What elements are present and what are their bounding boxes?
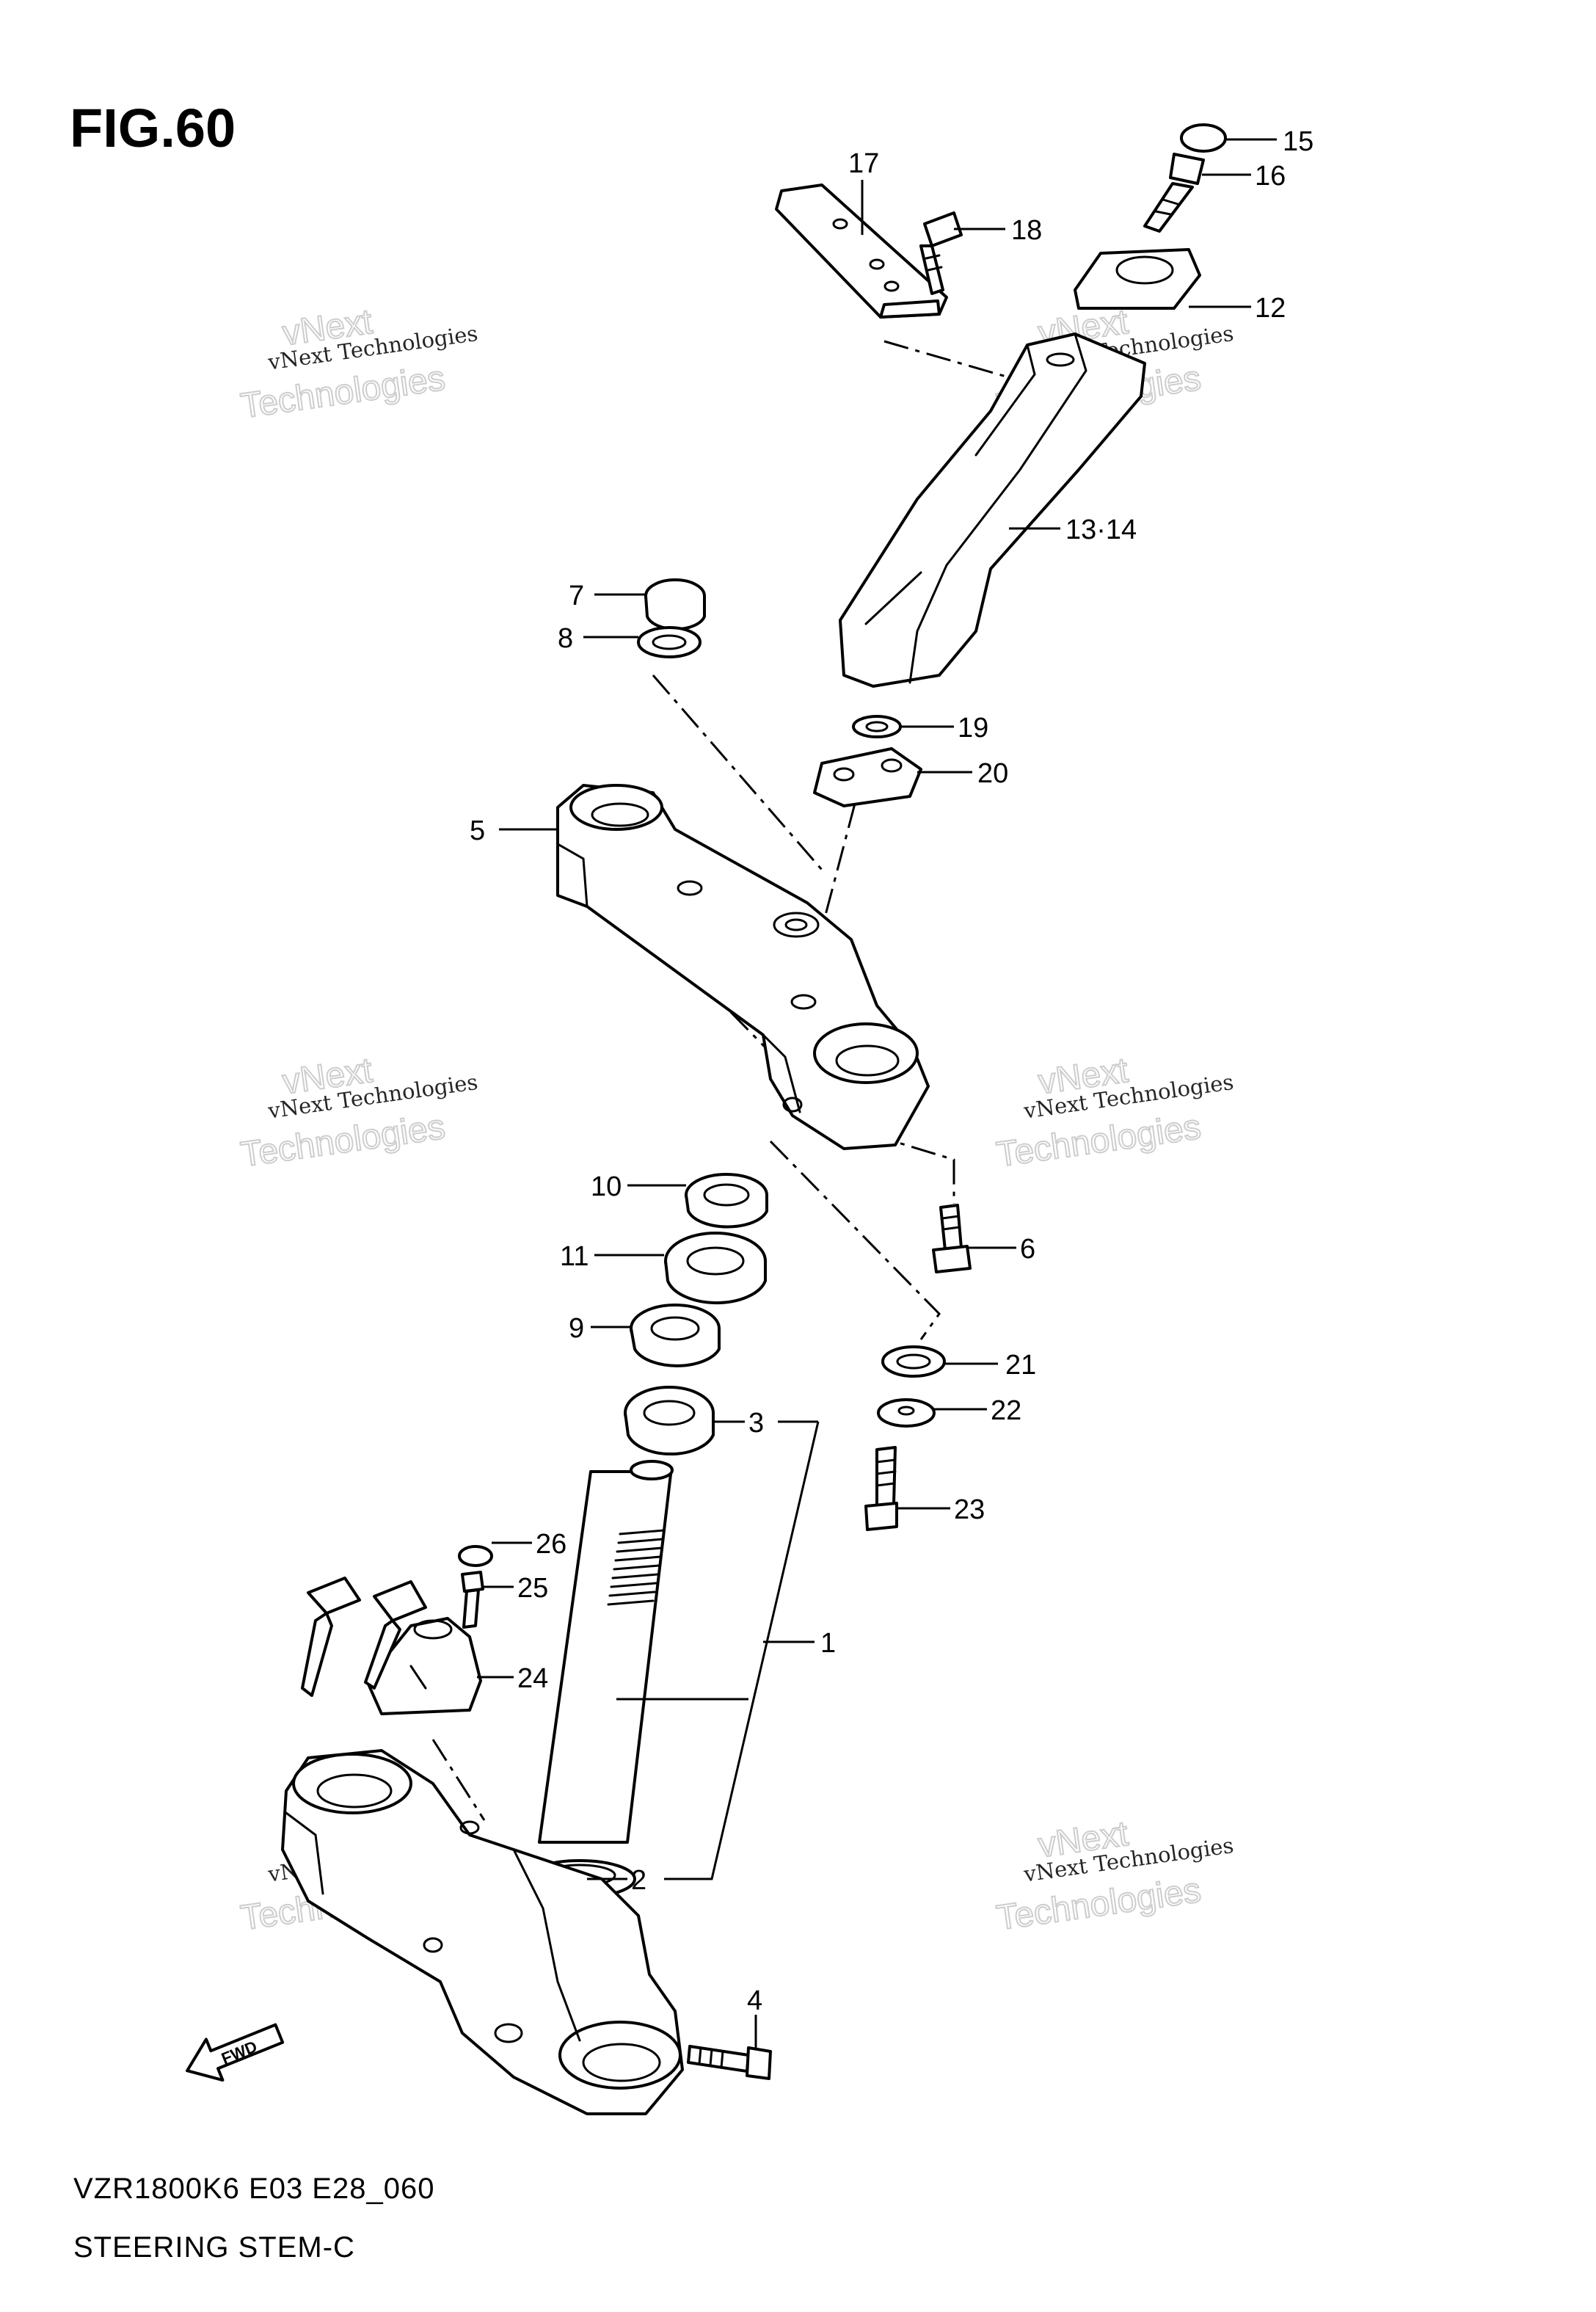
part-21-washer (881, 1345, 946, 1378)
assembly-line-17-13 (883, 340, 1012, 379)
part-15-cap (1180, 123, 1227, 153)
callout-4: 4 (747, 1985, 762, 2049)
part-5-upper-bracket (556, 784, 930, 1150)
part-20-plate (813, 747, 922, 807)
watermark-mid-left: vNext Technologies vNext Technologies (238, 1050, 479, 1175)
part-4-bolt (687, 2045, 772, 2080)
part-11-washer (664, 1232, 767, 1305)
svg-text:23: 23 (954, 1494, 985, 1525)
callout-1: 1 (616, 1421, 836, 1880)
svg-text:13·14: 13·14 (1065, 515, 1137, 545)
part-6-bolt (932, 1204, 972, 1273)
svg-text:22: 22 (991, 1395, 1021, 1426)
part-22-washer (877, 1398, 936, 1428)
watermark-mid-right: vNext Technologies vNext Technologies (994, 1050, 1235, 1175)
svg-text:25: 25 (517, 1573, 548, 1604)
callout-24: 24 (477, 1663, 548, 1694)
svg-text:21: 21 (1005, 1350, 1036, 1381)
fwd-arrow: FWD (186, 2023, 285, 2082)
svg-text:11: 11 (560, 1241, 589, 1272)
part-18-bolt (919, 211, 963, 295)
callout-2: 2 (587, 1865, 646, 1896)
part-1-steering-stem (538, 1460, 674, 1844)
svg-text:4: 4 (747, 1985, 762, 2016)
svg-text:6: 6 (1020, 1234, 1035, 1265)
callout-17: 17 (848, 148, 879, 235)
part-26-cap (458, 1545, 493, 1567)
callout-20: 20 (917, 758, 1008, 789)
callout-3: 3 (713, 1408, 818, 1439)
svg-text:1: 1 (820, 1628, 836, 1659)
callout-10: 10 (591, 1171, 686, 1202)
callout-18: 18 (954, 215, 1042, 246)
svg-text:5: 5 (470, 815, 485, 846)
svg-text:24: 24 (517, 1663, 548, 1694)
callout-12: 12 (1189, 293, 1286, 324)
svg-text:8: 8 (558, 623, 573, 654)
watermark-bottom-right: vNext Technologies vNext Technologies (994, 1814, 1235, 1938)
assembly-line-5-21 (769, 1140, 941, 1340)
lower-bracket (281, 1749, 684, 2115)
callout-5: 5 (470, 815, 558, 846)
part-10-nut (685, 1173, 768, 1229)
svg-text:16: 16 (1255, 161, 1286, 192)
callout-8: 8 (558, 623, 638, 654)
figure-caption: STEERING STEM-C (73, 2231, 355, 2264)
part-3-bearing (624, 1386, 715, 1455)
svg-text:26: 26 (536, 1529, 566, 1560)
assembly-line-24-bracket (431, 1739, 486, 1821)
svg-text:20: 20 (977, 758, 1008, 789)
callout-9: 9 (569, 1313, 631, 1344)
part-24-ignition-switch (301, 1577, 482, 1715)
part-23-bolt (864, 1446, 898, 1531)
figure-title: FIG.60 (70, 98, 236, 159)
callout-15: 15 (1224, 126, 1313, 157)
svg-text:9: 9 (569, 1313, 584, 1344)
callout-11: 11 (560, 1241, 664, 1272)
watermark-top-left: vNext Technologies vNext Technologies (238, 302, 479, 426)
callout-7: 7 (569, 581, 646, 611)
svg-text:18: 18 (1011, 215, 1042, 246)
svg-text:19: 19 (958, 713, 988, 744)
svg-text:10: 10 (591, 1171, 622, 1202)
callout-19: 19 (901, 713, 988, 744)
callout-23: 23 (897, 1494, 985, 1525)
svg-text:12: 12 (1255, 293, 1286, 324)
callout-21: 21 (944, 1350, 1036, 1381)
part-16-bolt (1143, 153, 1205, 233)
part-19-washer (852, 715, 902, 738)
svg-text:15: 15 (1283, 126, 1313, 157)
callout-13-14: 13·14 (1009, 515, 1137, 545)
part-9-bearing (630, 1304, 721, 1367)
part-13-14-handlebar (839, 332, 1146, 688)
svg-text:17: 17 (848, 148, 879, 179)
callout-6: 6 (967, 1234, 1035, 1265)
part-17-plate (775, 183, 948, 319)
part-7-cap (644, 578, 706, 631)
callout-26: 26 (492, 1529, 566, 1560)
part-25-bolt (461, 1571, 484, 1629)
callout-16: 16 (1202, 161, 1286, 192)
part-12-holder (1074, 248, 1201, 310)
callout-25: 25 (483, 1573, 548, 1604)
model-code: VZR1800K6 E03 E28_060 (73, 2173, 434, 2205)
svg-text:2: 2 (631, 1865, 646, 1896)
part-8-washer (637, 626, 702, 658)
svg-text:7: 7 (569, 581, 584, 611)
callout-22: 22 (934, 1395, 1021, 1426)
svg-text:3: 3 (748, 1408, 764, 1439)
